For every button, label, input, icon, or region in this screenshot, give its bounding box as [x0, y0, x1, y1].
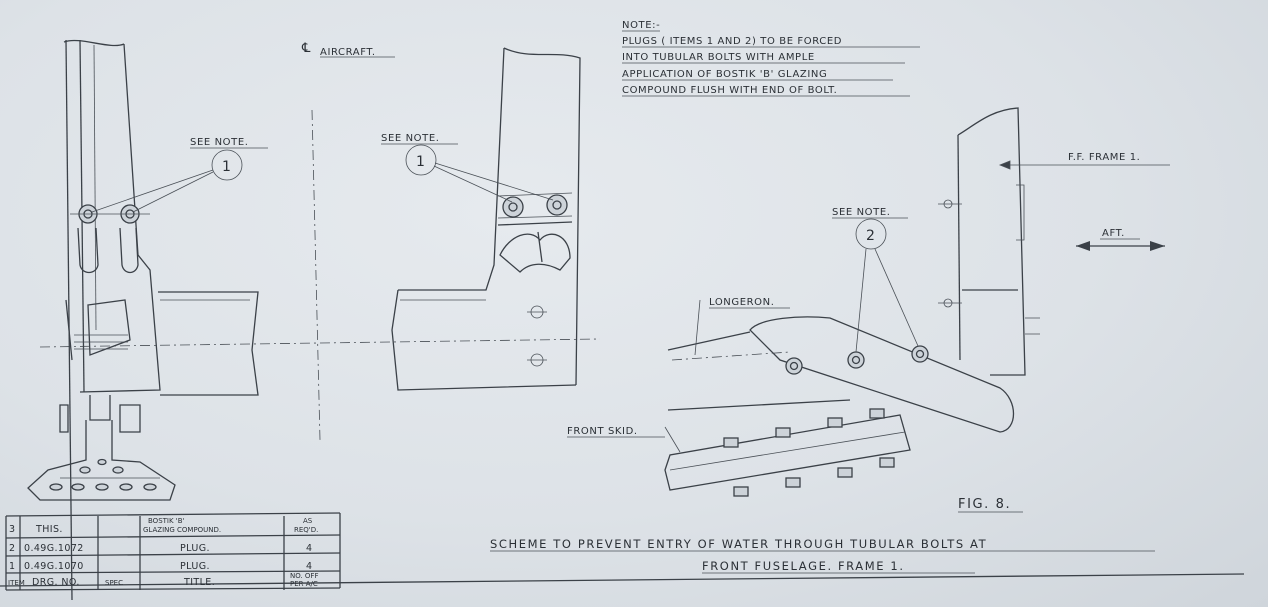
table-row: 2 0.49G.1072 PLUG. 4 [9, 543, 312, 554]
note-line-3: APPLICATION OF BOSTIK 'B' GLAZING [622, 69, 827, 80]
note-line-2: INTO TUBULAR BOLTS WITH AMPLE [622, 52, 815, 63]
aircraft-centreline-label: ℄ AIRCRAFT. [301, 41, 395, 441]
callout-see-note-1-left: SEE NOTE. 1 [91, 137, 268, 213]
svg-text:TITLE.: TITLE. [183, 577, 215, 588]
aft-arrow: AFT. [1076, 228, 1165, 251]
bracket-plate [749, 316, 1014, 433]
figure-label: FIG. 8. [958, 497, 1023, 513]
svg-text:SPEC: SPEC [105, 579, 123, 587]
callout-label: SEE NOTE. [381, 133, 440, 144]
callout-see-note-2: SEE NOTE. 2 [832, 207, 919, 353]
title-line-2: FRONT FUSELAGE. FRAME 1. [702, 559, 905, 573]
note-block: NOTE:- PLUGS ( ITEMS 1 AND 2) TO BE FORC… [622, 20, 920, 97]
svg-text:0.49G.1070: 0.49G.1070 [24, 561, 84, 572]
item-number: 1 [416, 154, 425, 170]
sheet-border-line [0, 573, 1245, 587]
svg-text:DRG. NO.: DRG. NO. [32, 577, 80, 588]
view-right-skid [664, 107, 1040, 497]
centreline-label: AIRCRAFT. [320, 47, 376, 58]
item-balloon [405, 144, 437, 176]
title-line-1: SCHEME TO PREVENT ENTRY OF WATER THROUGH… [490, 537, 987, 551]
aft-label: AFT. [1102, 228, 1125, 239]
front-skid-tube [664, 414, 911, 491]
table-header-row: ITEM DRG. NO. SPEC TITLE. NO. OFF PER A/… [8, 572, 318, 588]
table-row: 3 THIS. BOSTIK 'B' GLAZING COMPOUND. AS … [9, 517, 318, 535]
svg-text:PER A/C: PER A/C [290, 580, 318, 588]
item-number: 1 [222, 159, 231, 175]
svg-text:PLUG.: PLUG. [180, 561, 210, 572]
drawing-title: SCHEME TO PREVENT ENTRY OF WATER THROUGH… [490, 537, 1155, 574]
svg-text:PLUG.: PLUG. [180, 543, 210, 554]
ff-frame-label: F.F. FRAME 1. [998, 152, 1170, 170]
svg-text:AS: AS [303, 517, 313, 525]
horizontal-datum-line [39, 338, 601, 348]
svg-text:BOSTIK 'B': BOSTIK 'B' [148, 517, 185, 525]
ff-frame-text: F.F. FRAME 1. [1068, 152, 1140, 163]
callout-label: SEE NOTE. [190, 137, 249, 148]
svg-text:THIS.: THIS. [35, 524, 63, 535]
table-row: 1 0.49G.1070 PLUG. 4 [9, 561, 312, 572]
callout-label: SEE NOTE. [832, 207, 891, 218]
longeron-label: LONGERON. [694, 297, 790, 356]
svg-text:1: 1 [9, 561, 15, 572]
callout-see-note-1-middle: SEE NOTE. 1 [381, 133, 554, 203]
svg-text:3: 3 [9, 524, 15, 535]
item-balloon [211, 149, 243, 181]
svg-text:REQ'D.: REQ'D. [294, 526, 318, 534]
longeron-text: LONGERON. [709, 297, 775, 308]
svg-text:4: 4 [306, 543, 312, 554]
front-skid-label: FRONT SKID. [567, 426, 681, 453]
note-line-4: COMPOUND FLUSH WITH END OF BOLT. [622, 85, 837, 96]
svg-text:ITEM: ITEM [8, 579, 25, 587]
centreline [311, 109, 321, 441]
note-line-1: PLUGS ( ITEMS 1 AND 2) TO BE FORCED [622, 36, 842, 47]
item-number: 2 [866, 228, 875, 244]
skid-nuts [723, 408, 895, 497]
svg-text:4: 4 [306, 561, 312, 572]
parts-list-table: 3 THIS. BOSTIK 'B' GLAZING COMPOUND. AS … [5, 512, 341, 591]
fig-number: FIG. 8. [958, 497, 1011, 512]
svg-text:2: 2 [9, 543, 15, 554]
centreline-symbol: ℄ [301, 41, 311, 56]
svg-text:0.49G.1072: 0.49G.1072 [24, 543, 84, 554]
arrow-head-icon [1076, 241, 1090, 251]
svg-text:NO. OFF: NO. OFF [290, 572, 318, 580]
front-skid-text: FRONT SKID. [567, 426, 638, 437]
svg-text:GLAZING COMPOUND.: GLAZING COMPOUND. [143, 526, 221, 534]
note-heading: NOTE:- [622, 20, 660, 31]
item-balloon [855, 218, 887, 250]
view-middle-section [391, 47, 581, 391]
view-left-section [27, 39, 259, 601]
